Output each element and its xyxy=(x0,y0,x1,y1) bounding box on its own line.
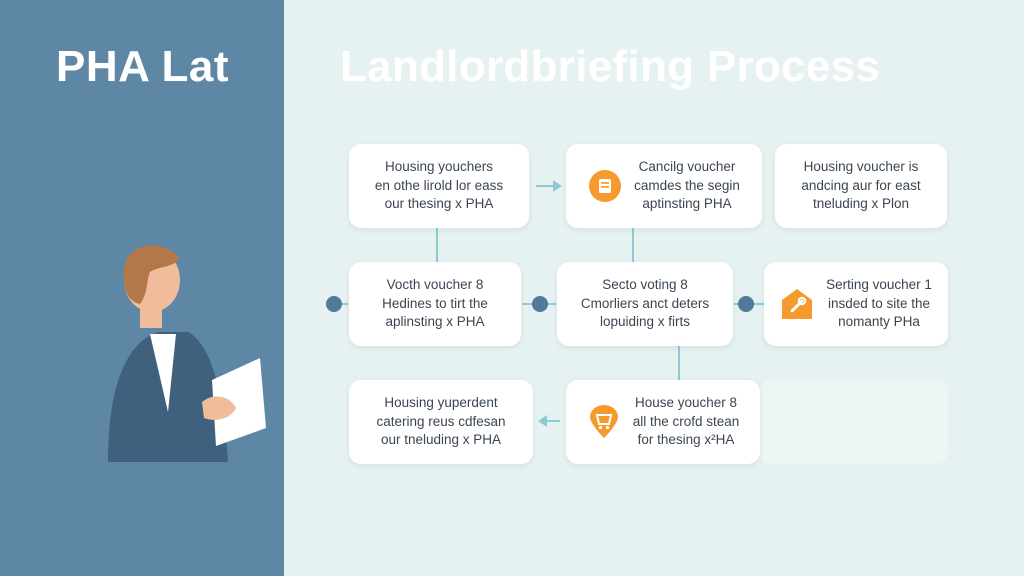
home-tools-icon xyxy=(782,289,813,319)
step-card-text: Vocth voucher 8 Hedines to tirt the apli… xyxy=(382,277,488,330)
step-card-text: Housing yuperdent catering reus cdfesan … xyxy=(376,395,506,448)
step-card-text: House youcher 8 all the crofd stean for … xyxy=(632,395,740,448)
step-card-text: Housing youchers en othe lirold lor eass… xyxy=(374,159,504,212)
node-dot xyxy=(326,296,342,312)
step-card-r2c2: Secto voting 8 Cmorliers anct deters lop… xyxy=(557,262,733,346)
step-card-r2c3: Serting voucher 1 insded to site the nom… xyxy=(764,262,948,346)
step-card-r2c1: Vocth voucher 8 Hedines to tirt the apli… xyxy=(349,262,521,346)
step-card-r1c3: Housing voucher is andcing aur for east … xyxy=(775,144,947,228)
location-pin-icon xyxy=(589,405,618,438)
step-card-r3c1: Housing yuperdent catering reus cdfesan … xyxy=(349,380,533,464)
main-title: Landlordbriefing Process xyxy=(340,42,881,91)
step-card-text: Secto voting 8 Cmorliers anct deters lop… xyxy=(580,277,710,330)
step-card-r1c1: Housing youchers en othe lirold lor eass… xyxy=(349,144,529,228)
document-icon xyxy=(589,170,622,202)
left-title: PHA Lat xyxy=(56,42,229,91)
step-card-text: Housing voucher is andcing aur for east … xyxy=(801,159,921,212)
node-dot xyxy=(532,296,548,312)
step-card-text: Serting voucher 1 insded to site the nom… xyxy=(826,277,932,330)
step-card-text: Cancilg voucher camdes the segin aptinst… xyxy=(634,159,740,212)
empty-card-placeholder xyxy=(760,380,948,464)
step-card-r3c2: House youcher 8 all the crofd stean for … xyxy=(566,380,760,464)
node-dot xyxy=(738,296,754,312)
step-card-r1c2: Cancilg voucher camdes the segin aptinst… xyxy=(566,144,762,228)
person-illustration xyxy=(108,245,266,462)
